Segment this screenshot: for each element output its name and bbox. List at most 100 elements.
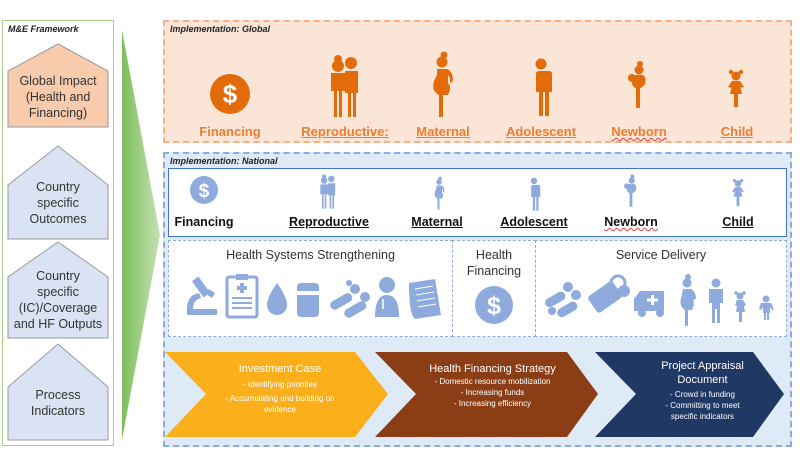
- contraceptive-pack-icon: [588, 274, 630, 313]
- global-label-adolescent-text: Adolescent: [505, 124, 577, 139]
- hf-title-line: Financing: [466, 264, 522, 278]
- document-icon: [409, 279, 441, 319]
- house-shape-icon: [7, 343, 109, 441]
- chevron-title: Health Financing Strategy: [429, 363, 556, 375]
- chevron-bullet: - Identifying priorities: [243, 380, 317, 389]
- ambulance-icon: [634, 291, 664, 317]
- toddler-icon: [759, 295, 774, 320]
- dollar-coin-icon: $: [475, 286, 513, 324]
- level-global-impact: Global Impact (Health and Financing): [7, 43, 109, 128]
- global-box-title: Implementation: Global: [170, 24, 271, 34]
- microscope-icon: [187, 276, 217, 315]
- chevron-pad-text: Project Appraisal Document - Crowd in fu…: [635, 359, 770, 422]
- level-label-line: Process: [35, 388, 81, 402]
- level-label-line: Financing): [28, 106, 88, 120]
- global-label-child-text: Child: [720, 124, 754, 139]
- national-label-financing: Financing: [174, 215, 234, 229]
- global-label-newborn-text: Newborn: [611, 124, 667, 139]
- national-label-reproductive: Reproductive: [269, 215, 389, 229]
- chevron-bullet: - Domestic resource mobilization: [434, 377, 551, 386]
- svg-text:$: $: [199, 181, 210, 202]
- national-child-icon: [730, 178, 746, 213]
- national-label-adolescent: Adolescent: [474, 215, 594, 229]
- global-label-adolescent: Adolescent: [481, 124, 601, 139]
- global-adolescent-icon: [491, 58, 591, 116]
- service-delivery-section: Service Delivery: [535, 240, 787, 337]
- hf-title-line: Health: [475, 248, 513, 262]
- chevron-shape-icon: [165, 352, 388, 437]
- clipboard-icon: [225, 274, 259, 319]
- national-mother-newborn-icon: [622, 173, 640, 214]
- health-financing-section: Health Financing $: [452, 240, 536, 337]
- national-financing-icon: $: [189, 175, 219, 210]
- chevron-bullet: - Increasing efficiency: [453, 399, 532, 408]
- national-population-row: $ Financing Reproductive Maternal Adoles…: [168, 168, 787, 237]
- chevron-bullet: - Increasing funds: [460, 388, 525, 397]
- child-icon: [734, 291, 746, 322]
- global-label-newborn: Newborn: [579, 124, 699, 139]
- hss-icons-row: [187, 274, 441, 319]
- chevron-bullet: specific indicators: [670, 412, 735, 421]
- chevron-title: Document: [677, 374, 728, 386]
- chevron-title: Investment Case: [238, 363, 322, 375]
- national-adolescent-icon: [526, 177, 542, 216]
- national-label-child: Child: [678, 215, 798, 229]
- national-label-adolescent-text: Adolescent: [500, 215, 568, 229]
- implementation-global-box: Implementation: Global $ Financing Repro…: [163, 20, 792, 143]
- global-label-maternal-text: Maternal: [416, 124, 470, 139]
- hf-title: Health Financing: [453, 247, 535, 279]
- svg-text:$: $: [487, 292, 501, 320]
- chevron-title: Project Appraisal: [661, 360, 744, 372]
- level-label-line: Country: [36, 180, 80, 194]
- global-couple-icon: [295, 52, 395, 118]
- level-label-line: (IC)/Coverage: [18, 301, 98, 315]
- health-systems-strengthening-section: Health Systems Strengthening: [168, 240, 453, 337]
- level-label-line: specific: [37, 196, 79, 210]
- global-label-child: Child: [677, 124, 797, 139]
- chevron-investment-text: Investment Case - Identifying priorities…: [195, 362, 365, 415]
- national-pregnant-icon: [429, 175, 449, 216]
- sd-icons-row: [545, 274, 774, 326]
- adult-icon: [709, 278, 723, 323]
- green-arrow-wedge-icon: [122, 30, 160, 440]
- house-shape-icon: [7, 241, 109, 339]
- level-country-outcomes: Country specific Outcomes: [7, 145, 109, 240]
- level-label-line: and HF Outputs: [13, 317, 103, 331]
- global-label-reproductive: Reproductive:: [285, 124, 405, 139]
- chevron-investment-case: Investment Case - Identifying priorities…: [165, 352, 390, 442]
- chevron-project-appraisal-document: Project Appraisal Document - Crowd in fu…: [595, 352, 785, 442]
- chevron-hfs-text: Health Financing Strategy - Domestic res…: [405, 362, 580, 409]
- doctor-icon: [375, 277, 399, 317]
- global-mother-newborn-icon: [588, 60, 688, 110]
- national-couple-icon: [317, 171, 339, 216]
- chevron-bullet: evidence: [263, 405, 297, 414]
- me-framework-title: M&E Framework: [8, 24, 79, 34]
- house-shape-icon: [7, 43, 109, 128]
- chevron-health-financing-strategy: Health Financing Strategy - Domestic res…: [375, 352, 600, 442]
- global-child-icon: [686, 69, 786, 109]
- level-label-line: (Health and: [25, 90, 91, 104]
- global-label-reproductive-text: Reproductive:: [301, 124, 389, 139]
- chevron-bullet: - Crowd in funding: [670, 390, 735, 399]
- level-label-line: Global Impact: [19, 74, 97, 88]
- global-pregnant-icon: [392, 50, 492, 118]
- sd-title: Service Delivery: [615, 248, 707, 262]
- chevron-bullet: - Committing to meet: [665, 401, 740, 410]
- national-label-newborn-text: Newborn: [604, 215, 658, 229]
- level-label-line: Country: [36, 269, 80, 283]
- level-label-line: Outcomes: [29, 212, 87, 226]
- national-label-child-text: Child: [722, 215, 754, 229]
- svg-text:$: $: [223, 79, 238, 109]
- national-label-newborn: Newborn: [571, 215, 691, 229]
- me-framework-panel: M&E Framework Global Impact (Health and …: [2, 20, 114, 446]
- medicine-jar-icon: [297, 283, 319, 317]
- pills-icon: [545, 282, 581, 318]
- national-label-maternal: Maternal: [377, 215, 497, 229]
- global-label-financing: Financing: [199, 124, 261, 139]
- national-box-title: Implementation: National: [170, 156, 278, 166]
- chevron-shape-icon: [375, 352, 598, 437]
- pills-icon: [330, 280, 370, 318]
- global-financing-icon: $: [180, 72, 280, 116]
- blood-drop-icon: [267, 283, 287, 315]
- level-coverage-outputs: Country specific (IC)/Coverage and HF Ou…: [7, 241, 109, 339]
